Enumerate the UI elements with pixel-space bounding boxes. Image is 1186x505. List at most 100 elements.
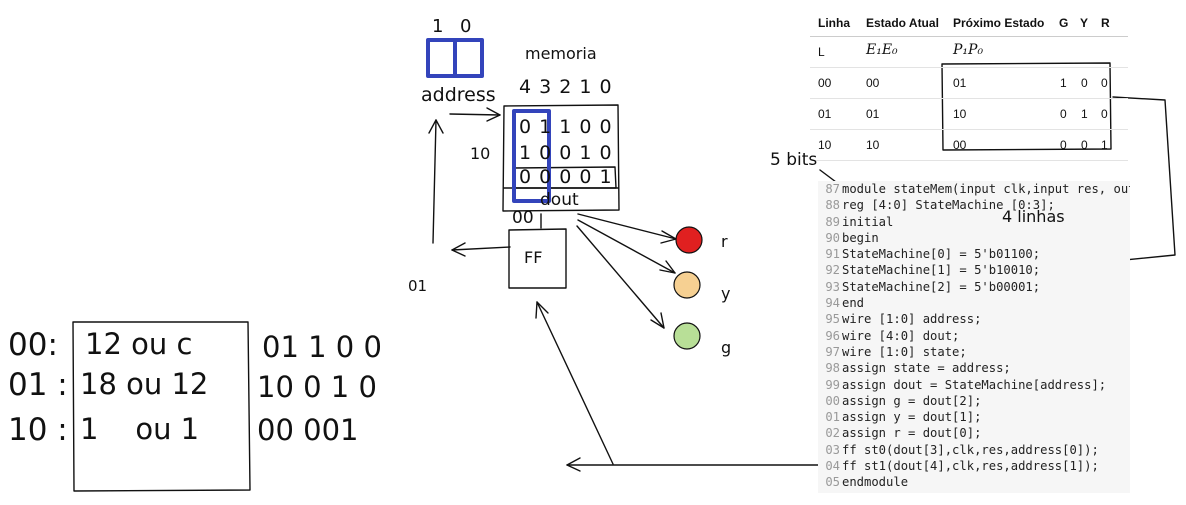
code-text: wire [1:0] address; — [842, 312, 982, 327]
th-proximo-estado: Próximo Estado — [953, 16, 1045, 30]
bottom-dec-2: 1 ou 1 — [80, 412, 200, 446]
line-number: 96 — [825, 328, 840, 343]
bottom-table-box — [72, 321, 251, 492]
light-label-r: r — [721, 232, 728, 251]
cell-current: 00 — [866, 76, 880, 90]
code-text: end — [842, 296, 865, 311]
table-row: 10 10 00 0 0 1 — [810, 130, 1128, 161]
code-text: begin — [842, 230, 879, 245]
table-row: 01 01 10 0 1 0 — [810, 99, 1128, 130]
memoria-row-1: 1 0 0 1 0 — [519, 142, 613, 164]
arrow-ff-left — [451, 246, 511, 251]
line-number: 95 — [825, 312, 840, 327]
arrowhead-ff-left — [451, 242, 466, 257]
line-number: 03 — [825, 442, 840, 457]
ff-box — [508, 228, 567, 289]
cell-r: 1 — [1101, 138, 1108, 152]
sym-current: E₁E₀ — [866, 42, 898, 58]
code-text: StateMachine[1] = 5'b10010; — [842, 263, 1041, 278]
truth-table-header: Linha Estado Atual Próximo Estado G Y R — [810, 8, 1128, 37]
th-y: Y — [1080, 16, 1089, 30]
cell-current: 10 — [866, 138, 880, 152]
arrow-to-ff — [536, 301, 614, 465]
code-text: StateMachine[2] = 5'b00001; — [842, 279, 1041, 294]
cell-g: 0 — [1060, 138, 1067, 152]
memoria-bit-index: 4 3 2 1 0 — [519, 76, 613, 98]
memoria-row-address: 10 — [470, 144, 491, 163]
arrowhead-ff — [535, 301, 549, 319]
memory-box — [502, 104, 620, 212]
code-line: 06 — [818, 491, 1130, 493]
th-linha: Linha — [818, 16, 850, 30]
arrowhead-address-memory — [486, 107, 501, 122]
cell-next: 00 — [953, 138, 967, 152]
light-green — [673, 322, 701, 350]
light-label-g: g — [721, 338, 732, 357]
address-bit-0: 0 — [460, 16, 472, 37]
code-text: reg [4:0] StateMachine [0:3]; — [842, 198, 1055, 213]
ff-label: FF — [524, 248, 543, 267]
code-text: assign g = dout[2]; — [842, 393, 982, 408]
cell-line: 00 — [818, 76, 832, 90]
cell-next: 10 — [953, 107, 967, 121]
address-bit1-box — [426, 38, 457, 78]
next-state-box — [941, 62, 1112, 151]
bottom-addr-1: 01 : — [8, 367, 68, 403]
annotation-5-bits: 5 bits — [770, 150, 818, 170]
cell-g: 1 — [1060, 76, 1067, 90]
cell-line: 10 — [818, 138, 832, 152]
code-text: assign dout = StateMachine[address]; — [842, 377, 1107, 392]
address-label: address — [421, 84, 496, 106]
line-number: 89 — [825, 214, 840, 229]
line-number: 91 — [825, 247, 840, 262]
code-text: ff st0(dout[3],clk,res,address[0]); — [842, 442, 1099, 457]
truth-table: Linha Estado Atual Próximo Estado G Y R … — [810, 8, 1128, 161]
bottom-addr-2: 10 : — [8, 412, 68, 448]
arrowhead-code-left — [566, 457, 581, 472]
cell-y: 0 — [1081, 76, 1088, 90]
code-text: wire [4:0] dout; — [842, 328, 960, 343]
table-row: 00 00 01 1 0 0 — [810, 68, 1128, 99]
bottom-dec-1: 18 ou 12 — [80, 367, 209, 401]
code-text: module stateMem(input clk,input res, out… — [842, 182, 1130, 196]
code-text: assign state = address; — [842, 361, 1011, 376]
line-number: 05 — [825, 475, 840, 490]
ff-input-label: 00 — [512, 208, 534, 228]
arrowhead-green — [650, 312, 665, 329]
bottom-bits-0: 01 1 0 0 — [262, 330, 382, 364]
line-number: 04 — [825, 459, 840, 474]
code-text: ff st1(dout[4],clk,res,address[1]); — [842, 459, 1099, 474]
cell-next: 01 — [953, 76, 967, 90]
truth-table-symbol-row: L E₁E₀ P₁P₀ — [810, 37, 1128, 68]
arrow-to-red — [577, 213, 677, 240]
line-number: 92 — [825, 263, 840, 278]
annotation-4-linhas: 4 linhas — [1002, 207, 1065, 226]
dout-label: dout — [540, 190, 579, 210]
cell-y: 0 — [1081, 138, 1088, 152]
code-text: wire [1:0] state; — [842, 344, 967, 359]
th-g: G — [1059, 16, 1069, 30]
arrow-to-green — [576, 225, 665, 329]
cell-r: 0 — [1101, 107, 1108, 121]
arrowhead-feedback-up — [428, 119, 444, 134]
bottom-bits-2: 00 001 — [257, 413, 359, 447]
arrowhead-yellow — [659, 260, 676, 274]
cell-current: 01 — [866, 107, 880, 121]
line-number: 01 — [825, 410, 840, 425]
line-number: 90 — [825, 230, 840, 245]
line-number: 00 — [825, 393, 840, 408]
